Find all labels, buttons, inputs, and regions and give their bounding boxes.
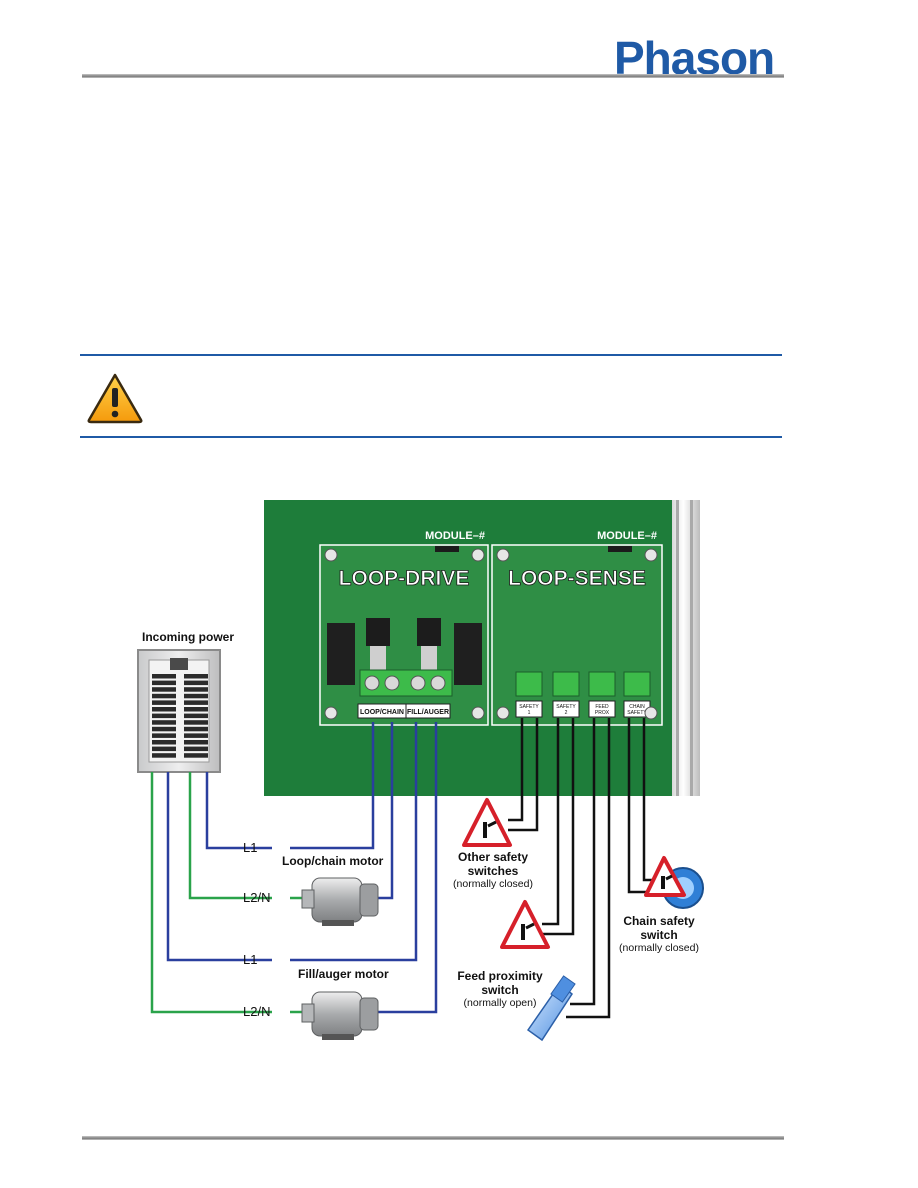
chain-safety-switch-label: Chain safety switch (normally closed) xyxy=(604,914,714,954)
breaker-panel xyxy=(137,649,221,773)
warning-icon xyxy=(87,373,143,424)
feed-prox-title-2: switch xyxy=(481,983,519,997)
feed-proximity-switch-label: Feed proximity switch (normally open) xyxy=(442,969,558,1009)
chain-safety-note: (normally closed) xyxy=(619,942,699,954)
breaker xyxy=(152,707,176,712)
other-safety-title-2: switches xyxy=(467,864,519,878)
breaker xyxy=(184,720,208,725)
other-safety-switches-label: Other safety switches (normally closed) xyxy=(438,850,548,890)
other-safety-title-1: Other safety xyxy=(457,850,529,864)
terminal-safety-2-line1: SAFETY xyxy=(556,704,576,710)
terminal-safety-1-line2: 1 xyxy=(528,710,531,716)
terminal-feed-prox-line2: PROX xyxy=(595,710,610,716)
breaker xyxy=(152,733,176,738)
drive-module-title: LOOP-DRIVE xyxy=(339,567,470,590)
fill-auger-motor-label: Fill/auger motor xyxy=(298,967,389,981)
breaker xyxy=(152,687,176,692)
feed-prox-title-1: Feed proximity xyxy=(457,969,543,983)
breaker xyxy=(184,713,208,719)
breaker xyxy=(184,680,208,686)
feed-prox-note: (normally open) xyxy=(463,997,537,1009)
wire-label-l2n-bottom: L2/N xyxy=(243,1004,271,1019)
breaker xyxy=(184,726,208,732)
chain-safety-title-2: switch xyxy=(640,928,678,942)
drive-module-id: MODULE–# xyxy=(425,530,485,542)
breaker xyxy=(184,746,208,752)
other-safety-switch-sign-1 xyxy=(462,798,512,847)
wires xyxy=(150,722,438,1014)
sense-module-title: LOOP-SENSE xyxy=(508,567,646,590)
breaker xyxy=(184,740,208,745)
breaker xyxy=(184,753,208,758)
wire-label-l1-bottom: L1 xyxy=(243,952,258,967)
terminal-loop-chain: LOOP/CHAIN xyxy=(360,709,404,716)
breaker xyxy=(152,713,176,719)
loop-chain-motor xyxy=(301,877,379,926)
feed-proximity-switch xyxy=(526,975,576,1042)
terminal-chain-safety-line1: CHAIN xyxy=(629,704,645,710)
breaker xyxy=(184,707,208,712)
terminal-safety-2-line2: 2 xyxy=(565,710,568,716)
loop-sense-module: MODULE–# LOOP-SENSE SAFETY 1 SAFETY 2 FE… xyxy=(491,530,663,726)
breaker xyxy=(184,700,208,705)
breaker xyxy=(152,726,176,732)
fill-auger-motor xyxy=(301,991,379,1040)
terminal-chain-safety-line2: SAFETY xyxy=(627,710,647,716)
breaker xyxy=(152,674,176,679)
terminal-fill-auger: FILL/AUGER xyxy=(407,709,449,716)
terminal-feed-prox-line1: FEED xyxy=(595,704,609,710)
other-safety-note: (normally closed) xyxy=(453,878,533,890)
breaker xyxy=(184,674,208,679)
breaker xyxy=(152,746,176,752)
breaker xyxy=(184,687,208,692)
breaker xyxy=(152,700,176,705)
chain-safety-title-1: Chain safety xyxy=(623,914,695,928)
breaker xyxy=(184,733,208,738)
breaker xyxy=(152,680,176,686)
other-safety-switch-sign-2 xyxy=(500,900,550,949)
warning-rule-top xyxy=(80,354,782,356)
loop-drive-module: MODULE–# LOOP-DRIVE LOOP/CHAIN FILL/AUGE… xyxy=(319,530,489,726)
breaker xyxy=(152,753,176,758)
breaker xyxy=(184,693,208,699)
terminal-safety-1-line1: SAFETY xyxy=(519,704,539,710)
header-rule xyxy=(82,74,784,78)
sense-module-id: MODULE–# xyxy=(597,530,657,542)
chain-safety-switch xyxy=(644,856,704,909)
breaker xyxy=(152,693,176,699)
warning-rule-bottom xyxy=(80,436,782,438)
incoming-power-label: Incoming power xyxy=(142,630,235,644)
wire-label-l1-top: L1 xyxy=(243,840,258,855)
breaker-rows xyxy=(152,674,208,758)
breaker xyxy=(152,740,176,745)
breaker xyxy=(152,720,176,725)
footer-rule xyxy=(82,1136,784,1140)
loop-chain-motor-label: Loop/chain motor xyxy=(282,854,384,868)
wire-label-l2n-top: L2/N xyxy=(243,890,271,905)
